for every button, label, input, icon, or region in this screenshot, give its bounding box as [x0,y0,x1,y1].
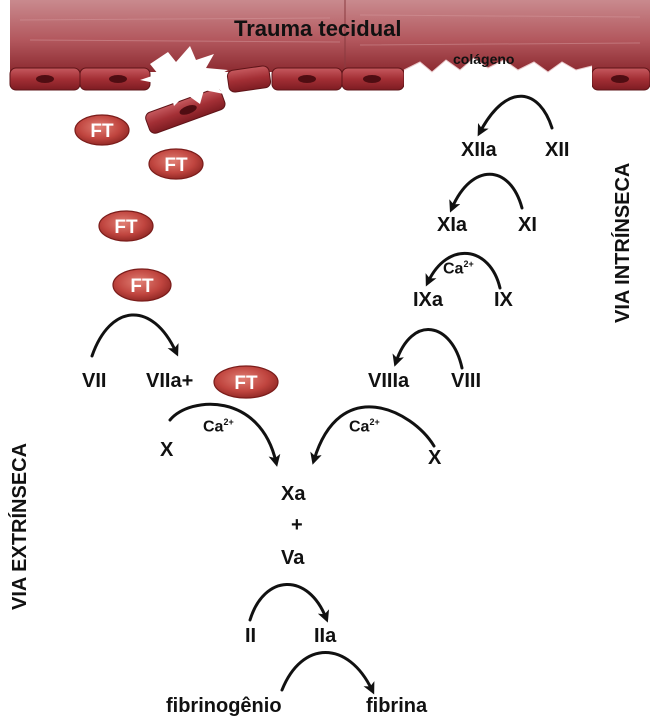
label-iia: IIa [314,625,337,647]
calcium-base-1: Ca [443,260,464,278]
arrow-ii-to-iia [248,583,330,623]
label-xi: XI [518,214,537,236]
label-xia: XIa [437,214,468,236]
label-viii: VIII [451,370,482,392]
label-x-intrinsic: X [428,447,442,469]
label-xiia: XIIa [461,139,497,161]
calcium-base-2: Ca [203,418,224,436]
arrow-x-extrinsic-to-xa [168,402,281,467]
ft-oval-1: FT [74,114,130,146]
diagram-title: Trauma tecidual [234,16,402,41]
calcium-label-intrinsic-2: Ca2+ [349,418,380,435]
arrow-xi-to-xia [449,172,524,213]
ft-text-5: FT [234,373,258,394]
label-x-extrinsic: X [160,439,174,461]
calcium-label-extrinsic: Ca2+ [203,418,234,435]
ft-oval-5: FT [213,365,279,399]
label-xa: Xa [281,483,306,505]
ft-oval-3: FT [98,210,154,242]
label-plus: + [291,514,303,536]
calcium-sup-1: 2+ [463,259,474,269]
label-fibrinogen: fibrinogênio [166,695,282,717]
ft-text-2: FT [164,155,188,176]
label-fibrin: fibrina [366,695,428,717]
endothelial-cells [9,65,650,134]
calcium-label-intrinsic-1: Ca2+ [443,260,474,277]
calcium-sup-2: 2+ [223,417,234,427]
arrow-viii-to-viiia [392,328,464,370]
ft-text-1: FT [90,121,114,142]
arrow-vii-to-viia [90,313,179,358]
intrinsic-pathway-label: VIA INTRÍNSECA [612,162,634,323]
calcium-base-3: Ca [349,418,370,436]
extrinsic-pathway-label: VIA EXTRÍNSECA [9,442,31,610]
label-viiia: VIIIa [368,370,410,392]
ft-oval-2: FT [148,148,204,180]
ft-text-4: FT [130,276,154,297]
arrow-xii-to-xiia [477,94,554,137]
label-ii: II [245,625,257,647]
injury-burst-right [404,58,592,92]
label-xii: XII [545,139,570,161]
arrow-fibrinogen-to-fibrin [280,651,375,695]
label-ixa: IXa [413,289,444,311]
tissue-layer [10,0,650,72]
injury-burst-left [140,46,228,106]
calcium-sup-3: 2+ [369,417,380,427]
arrow-ix-to-ixa [425,252,502,290]
arrow-x-intrinsic-to-xa [310,405,436,465]
label-viia-plus: VIIa+ [146,370,194,392]
label-vii: VII [82,370,107,392]
ft-text-3: FT [114,217,138,238]
ft-oval-4: FT [112,268,172,302]
label-va: Va [281,547,305,569]
label-ix: IX [494,289,513,311]
collagen-label: colágeno [453,51,515,67]
